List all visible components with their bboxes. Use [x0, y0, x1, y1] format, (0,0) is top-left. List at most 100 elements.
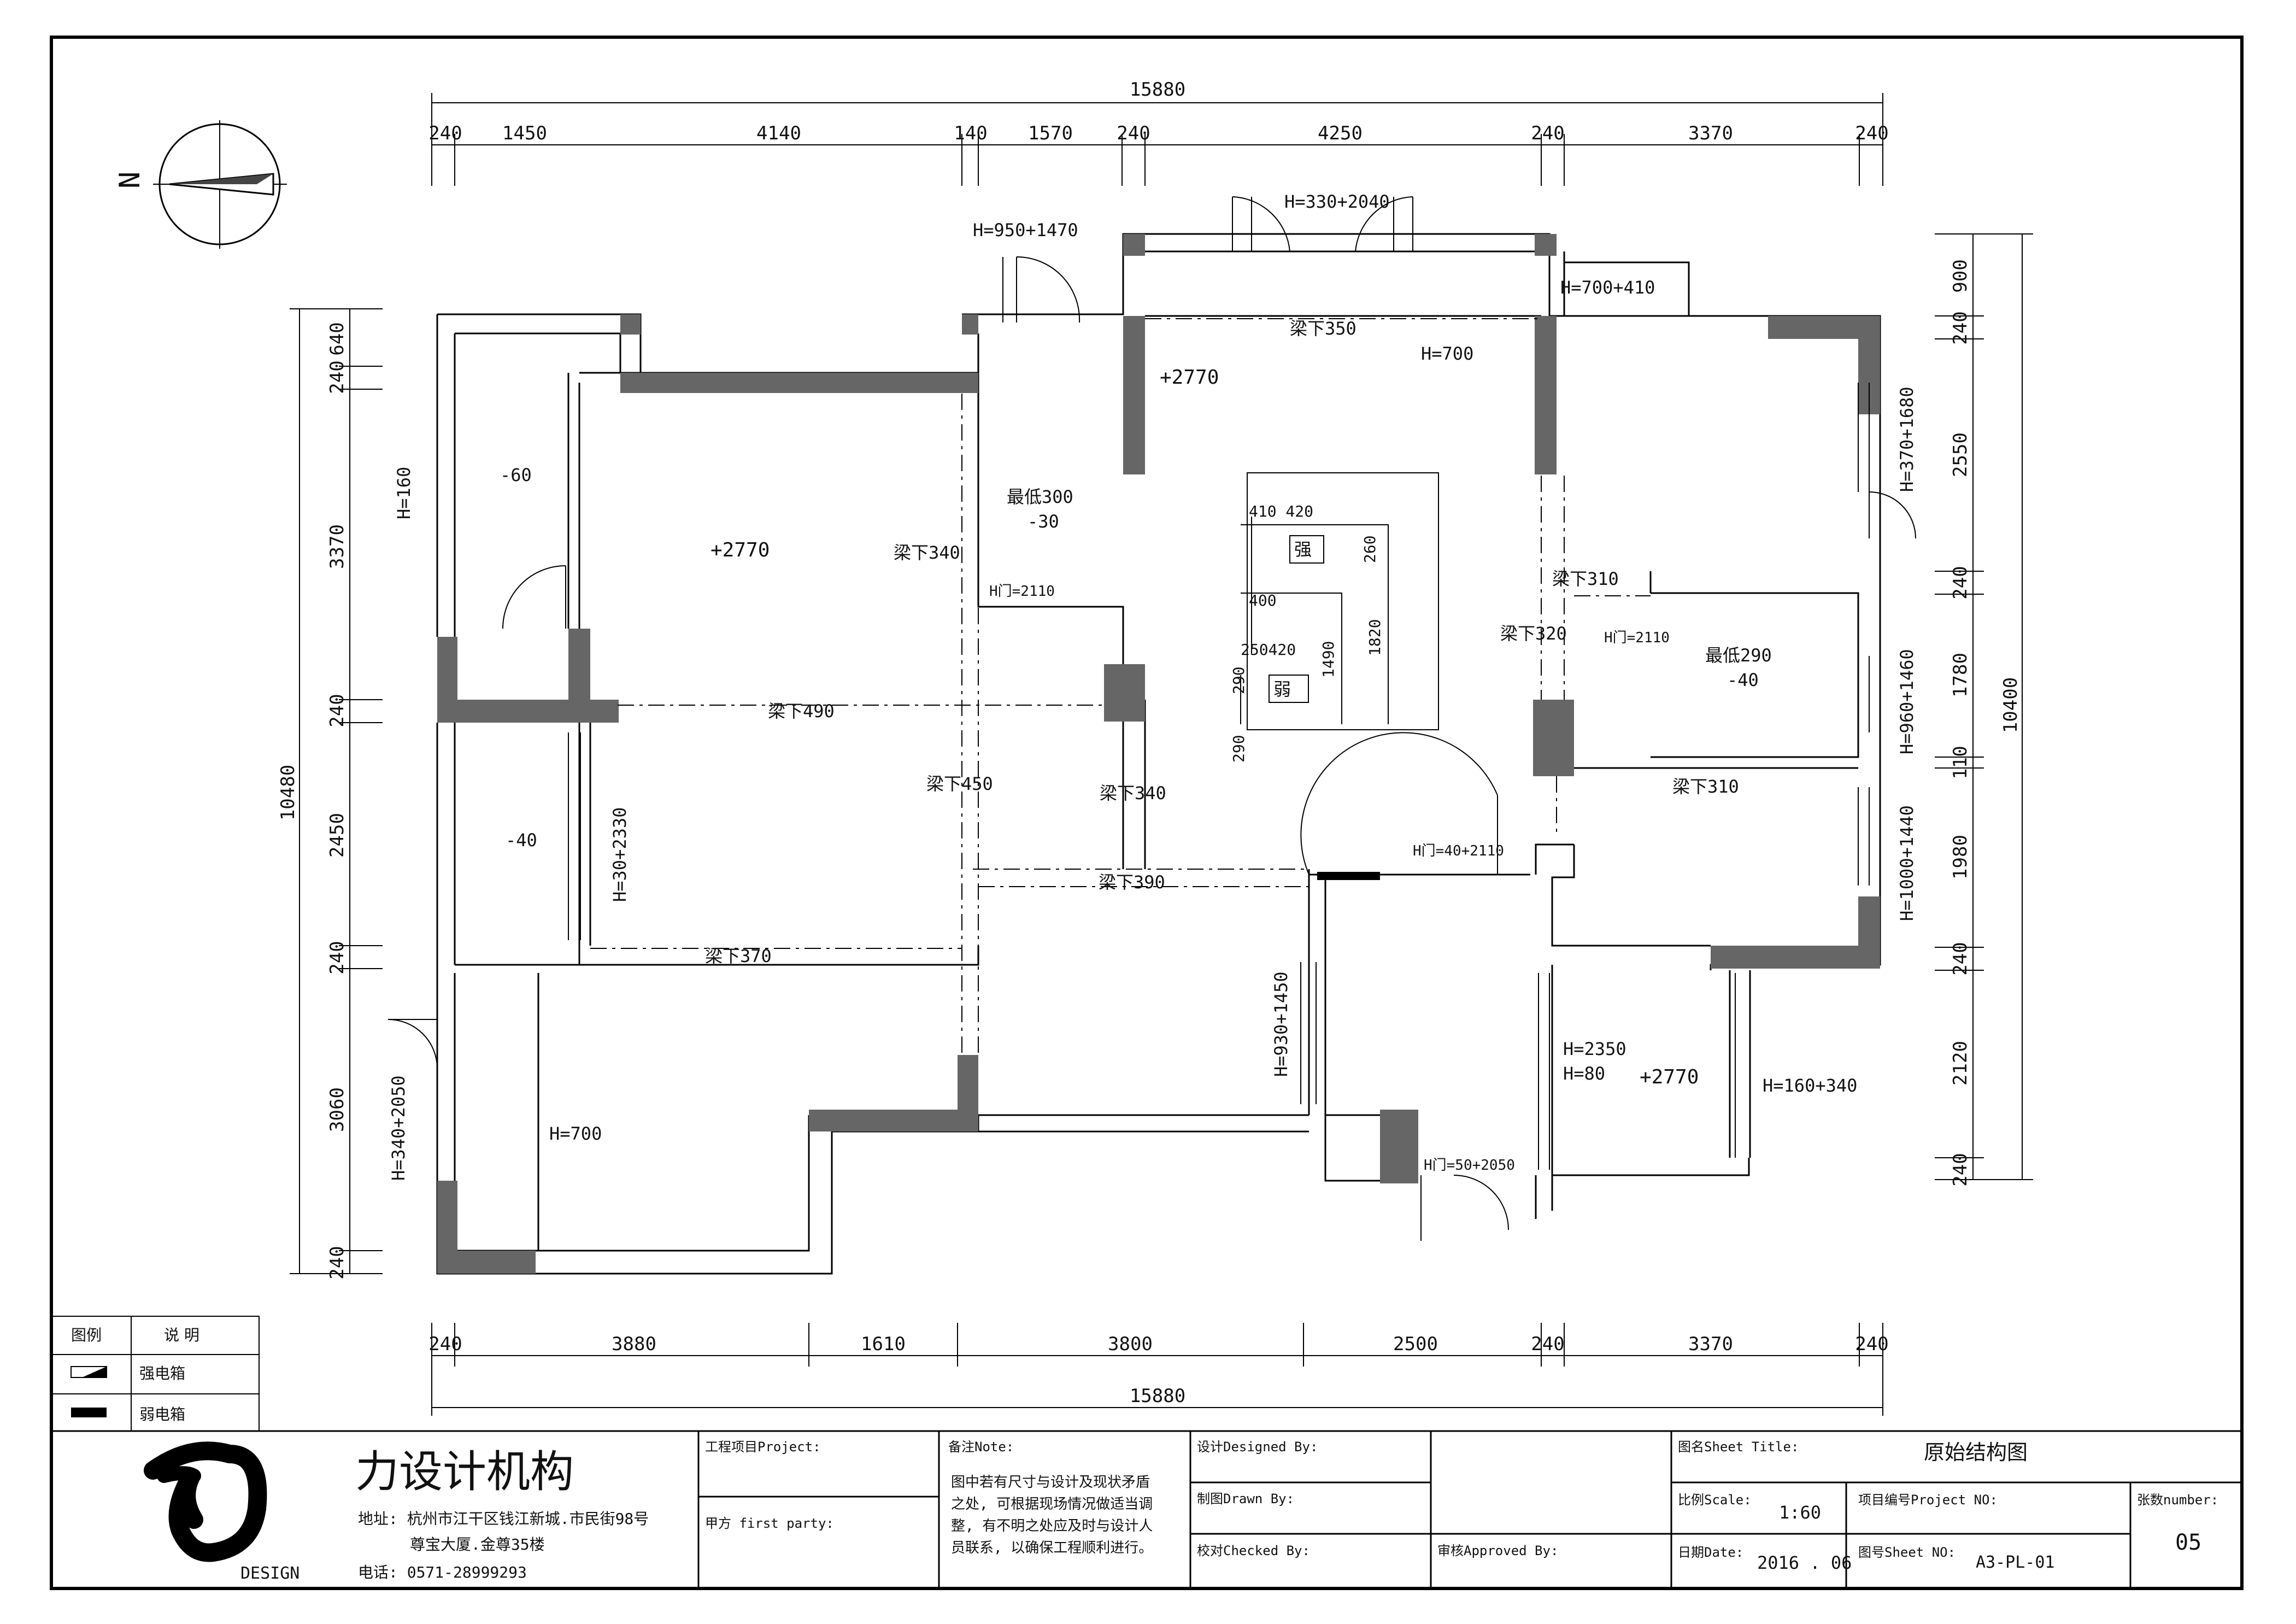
dim-right-seg: 240 [1949, 942, 1971, 975]
dim-top-seg: 240 [1117, 122, 1150, 144]
sheet-title: 原始结构图 [1924, 1440, 2028, 1464]
scale-label: 比例Scale: [1678, 1492, 1752, 1508]
label-top-window: H=330+2040 [1284, 191, 1390, 212]
label-h80: H=80 [1563, 1063, 1605, 1084]
label-h1000-1440: H=1000+1440 [1896, 805, 1917, 921]
label-beam390: 梁下390 [1099, 872, 1165, 893]
dimension-bottom [431, 1323, 1883, 1416]
dim-bottom-seg: 3880 [612, 1333, 656, 1355]
dim-right-seg: 2120 [1949, 1041, 1971, 1086]
dim-top-seg: 4140 [756, 122, 801, 144]
label-beam310b: 梁下310 [1672, 776, 1739, 797]
label-beam340b: 梁下340 [1100, 783, 1166, 804]
dim-top-seg: 4250 [1318, 122, 1363, 144]
label-beam340a: 梁下340 [894, 542, 960, 563]
dimension-right [1935, 233, 2033, 1180]
note-line4: 员联系, 以确保工程顺利进行。 [951, 1540, 1153, 1556]
label-m40b: -40 [506, 830, 537, 851]
checked-label: 校对Checked By: [1197, 1543, 1310, 1558]
legend-header-left: 图例 [71, 1326, 102, 1344]
scale-value: 1:60 [1779, 1502, 1821, 1523]
dim-right-seg: 900 [1949, 259, 1971, 292]
dim-top-seg: 140 [954, 122, 987, 144]
label-290b: 290 [1230, 735, 1248, 763]
doors-windows [387, 196, 1916, 1241]
dim-right-seg: 2550 [1949, 432, 1971, 477]
legend-weak-symbol [71, 1408, 107, 1417]
note-line2: 之处, 可根据现场情况做适当调 [951, 1496, 1153, 1512]
dim-top-seg: 240 [428, 122, 462, 144]
dim-left-seg: 240 [326, 941, 348, 974]
dim-bottom-seg: 3800 [1108, 1333, 1153, 1355]
dim-top-seg: 1450 [502, 122, 547, 144]
dim-top-seg: 240 [1531, 122, 1564, 144]
dimension-top [431, 93, 1883, 186]
label-door2110a: H门=2110 [989, 583, 1055, 600]
label-h700-top: H=700 [1421, 343, 1473, 364]
approved-label: 审核Approved By: [1437, 1543, 1558, 1558]
client-label: 甲方 first party: [705, 1516, 834, 1531]
logo-brand: DESIGN [240, 1564, 300, 1583]
designed-label: 设计Designed By: [1197, 1439, 1318, 1455]
electrical-panel-region [1240, 472, 1439, 730]
dim-top-seg: 240 [1855, 122, 1888, 144]
dim-left-seg: 240 [326, 1246, 348, 1279]
dim-left-seg: 640 [326, 322, 348, 355]
label-weak: 弱 [1273, 679, 1291, 700]
dim-left-total: 10480 [277, 765, 299, 820]
legend-row2-label: 弱电箱 [139, 1405, 185, 1423]
label-top-right-window: H=700+410 [1560, 277, 1655, 298]
label-strong: 强 [1294, 539, 1312, 560]
label-260: 260 [1361, 535, 1379, 563]
dimension-left [290, 308, 383, 1274]
dim-bottom-seg: 3370 [1688, 1333, 1733, 1355]
label-h370-1680: H=370+1680 [1896, 386, 1917, 492]
label-min300: 最低300 [1007, 486, 1073, 507]
drawing-no: A3-PL-01 [1976, 1553, 2055, 1572]
label-beam-top: 梁下350 [1290, 318, 1357, 339]
legend-row1-label: 强电箱 [139, 1364, 185, 1382]
drawn-label: 制图Drawn By: [1197, 1491, 1294, 1506]
label-h700-bottom: H=700 [549, 1123, 602, 1144]
dim-right-seg: 240 [1949, 311, 1971, 344]
dimension-right-text: 10400 900 240 2550 240 1780 110 1980 240… [1949, 259, 2022, 1186]
weak-box-symbol [1317, 872, 1380, 880]
label-h160-340: H=160+340 [1763, 1075, 1857, 1096]
label-beam370: 梁下370 [705, 946, 772, 966]
label-beam450: 梁下450 [926, 773, 993, 794]
label-h160-left: H=160 [394, 467, 414, 519]
columns [437, 234, 1880, 1274]
label-min290: 最低290 [1705, 645, 1772, 666]
label-beam320: 梁下320 [1500, 623, 1567, 644]
label-h340-2050: H=340+2050 [388, 1075, 409, 1181]
dim-right-seg: 240 [1949, 1153, 1971, 1186]
address-line1: 地址: 杭州市江干区钱江新城.市民街98号 [358, 1510, 649, 1528]
label-h960-1460: H=960+1460 [1896, 649, 1917, 754]
dimension-top-text: 15880 240 1450 4140 140 1570 240 4250 24… [428, 79, 1888, 144]
dim-bottom-seg: 1610 [861, 1333, 906, 1355]
label-minus60: -60 [500, 465, 532, 485]
label-door40-2110: H门=40+2110 [1413, 843, 1504, 859]
label-h2350: H=2350 [1563, 1039, 1626, 1059]
dim-bottom-seg: 240 [1531, 1333, 1564, 1355]
label-400: 400 [1249, 591, 1277, 609]
sheet-title-label: 图名Sheet Title: [1678, 1439, 1799, 1455]
phone: 电话: 0571-28999293 [358, 1563, 527, 1581]
dim-right-seg: 1780 [1949, 653, 1971, 697]
label-level-bottom: +2770 [1640, 1066, 1699, 1088]
label-level-living: +2770 [1160, 366, 1219, 389]
address-line2: 尊宝大厦.金尊35楼 [410, 1535, 545, 1553]
dim-right-seg: 240 [1949, 566, 1971, 599]
note-line1: 图中若有尺寸与设计及现状矛盾 [951, 1474, 1150, 1491]
sheet-border [50, 36, 2244, 1590]
label-m30: -30 [1027, 511, 1059, 532]
dim-top-seg: 3370 [1688, 122, 1733, 144]
dim-left-seg: 3370 [326, 524, 348, 569]
dim-left-seg: 240 [326, 694, 348, 727]
dim-left-seg: 2450 [326, 813, 348, 858]
dim-left-seg: 3060 [326, 1087, 348, 1132]
dim-right-total: 10400 [2000, 677, 2022, 733]
dim-bottom-total: 15880 [1130, 1385, 1185, 1407]
drawing-no-label: 图号Sheet NO: [1858, 1545, 1956, 1560]
label-level-bedroom: +2770 [710, 539, 770, 561]
